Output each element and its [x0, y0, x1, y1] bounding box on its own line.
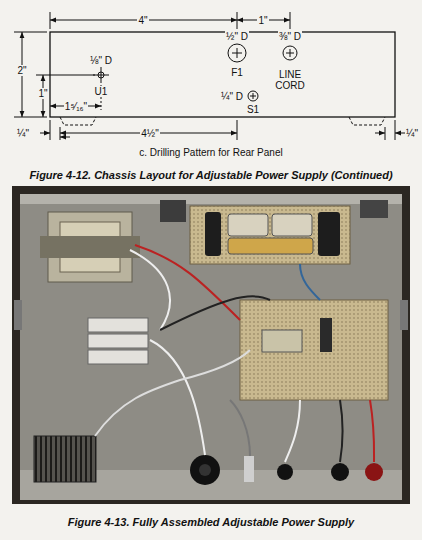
dimension: 1" [37, 88, 48, 99]
hole-f1 [228, 44, 246, 62]
dimension: ¼" [405, 128, 419, 139]
rear-panel [50, 32, 395, 117]
part-name: LINE CORD [271, 69, 309, 91]
hole-size: ½" D [225, 31, 249, 42]
dimension: ¼" [16, 128, 30, 139]
dimension-line [375, 133, 385, 134]
hole-size: ¼" D [220, 91, 244, 102]
foot [60, 117, 96, 125]
part-name: F1 [230, 67, 244, 78]
dimension-line [395, 133, 405, 134]
dimension-line [60, 137, 70, 138]
foot [349, 117, 385, 125]
figure-caption: Figure 4-12. Chassis Layout for Adjustab… [28, 169, 393, 181]
figure-caption: Figure 4-13. Fully Assembled Adjustable … [67, 516, 355, 528]
extension-line [50, 12, 290, 29]
dimension: 4½" [140, 128, 159, 139]
dimension: 2" [16, 65, 27, 76]
hole-s1 [248, 91, 258, 101]
dimension: 1" [257, 15, 268, 26]
part-name: U1 [94, 86, 109, 97]
extension-line [50, 120, 395, 140]
dimension-line [40, 133, 50, 134]
hole-size: ⅜" D [278, 31, 302, 42]
hole-line-cord [283, 46, 297, 60]
sub-caption: c. Drilling Pattern for Rear Panel [138, 147, 283, 158]
crosshair [232, 48, 242, 58]
part-name: S1 [246, 104, 260, 115]
crosshair [286, 49, 294, 57]
hole-size: ⅛" D [89, 55, 113, 66]
extension-line [14, 32, 95, 117]
rear-panel-drawing [14, 12, 405, 140]
crosshair [93, 67, 109, 83]
assembled-supply-photo [12, 186, 410, 504]
dimension: 1⁵⁄₁₆" [64, 101, 88, 112]
crosshair [250, 93, 256, 99]
dimension: 4" [137, 15, 148, 26]
